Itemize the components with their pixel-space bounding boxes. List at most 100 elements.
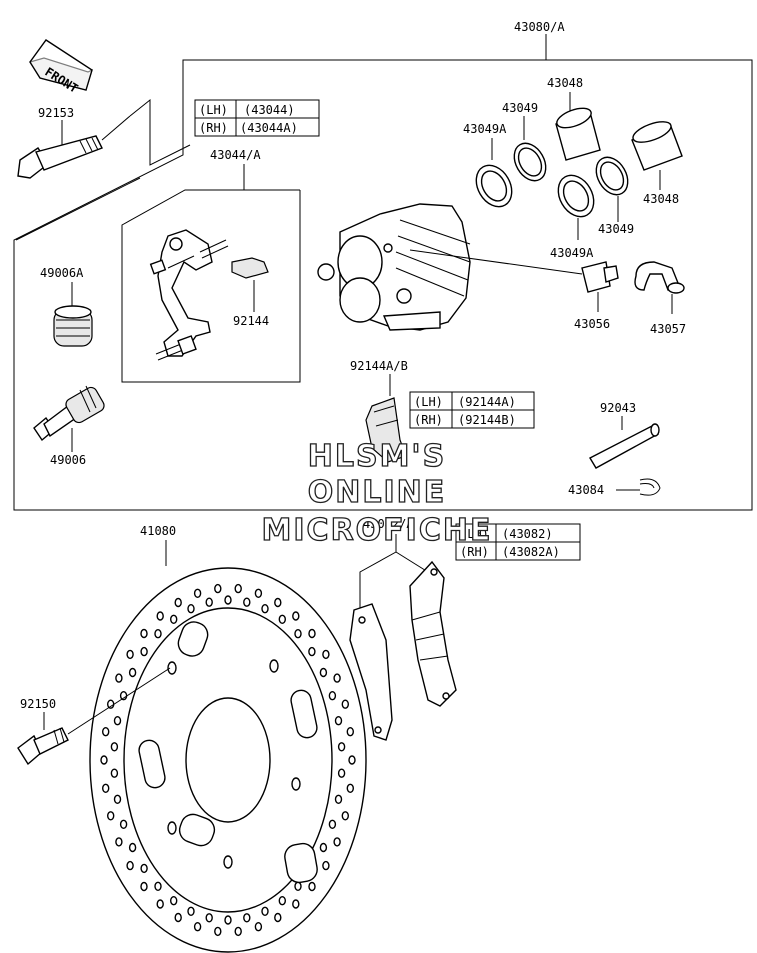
- disc-hole: [334, 794, 343, 804]
- disc-hole: [106, 811, 115, 821]
- disc-hole: [234, 926, 242, 937]
- disc-hole: [128, 842, 137, 853]
- table-92144: (LH) (92144A) (RH) (92144B): [409, 391, 535, 429]
- svg-text:(RH): (RH): [414, 413, 443, 427]
- disc-hole: [274, 912, 282, 923]
- disc-hole: [322, 649, 330, 660]
- watermark-line-2: ONLINE: [308, 475, 447, 510]
- disc-hole: [261, 906, 269, 916]
- caliper-body: [317, 203, 471, 331]
- disc-hole: [126, 860, 134, 871]
- disc-hole: [115, 673, 123, 683]
- part-label-43082A: 43082/A: [363, 517, 414, 531]
- part-label-41080: 41080: [140, 524, 176, 538]
- svg-text:(43044A): (43044A): [240, 121, 298, 135]
- disc-hole: [328, 819, 337, 829]
- svg-text:(LH): (LH): [460, 527, 489, 541]
- disc-hole: [224, 915, 232, 925]
- disc-hole: [106, 699, 115, 709]
- disc-hole: [101, 727, 110, 737]
- piston-43048-right: [631, 121, 683, 171]
- disc-hole: [140, 628, 148, 639]
- disc-hole: [319, 842, 328, 853]
- svg-text:(LH): (LH): [414, 395, 443, 409]
- disc-hole: [243, 913, 251, 923]
- disc-hole: [101, 783, 110, 793]
- disc-hole: [205, 913, 213, 923]
- part-label-92153: 92153: [38, 106, 74, 120]
- svg-text:(RH): (RH): [460, 545, 489, 559]
- part-label-43057: 43057: [650, 322, 686, 336]
- part-label-43049-top: 43049: [502, 101, 538, 115]
- disc-hole: [292, 899, 300, 909]
- seal-43049A-bottom: [557, 174, 595, 218]
- disc-hole: [187, 906, 195, 916]
- caliper-bracket-43044: [149, 229, 269, 361]
- part-label-92043: 92043: [600, 401, 636, 415]
- table-43044: (LH) (43044) (RH) (43044A): [194, 99, 320, 137]
- disc-hole: [333, 837, 341, 847]
- disc-hole: [333, 673, 341, 683]
- watermark: HLSM'S ONLINE MICROFICHE: [261, 438, 491, 548]
- disc-hole: [322, 860, 330, 871]
- disc-hole: [348, 755, 356, 765]
- svg-text:(RH): (RH): [199, 121, 228, 135]
- bracket-frame-43044: [121, 189, 301, 383]
- seal-43049A-top: [475, 164, 513, 208]
- svg-text:(43082A): (43082A): [502, 545, 560, 559]
- cap-43057: [634, 261, 685, 294]
- svg-text:(43044): (43044): [244, 103, 295, 117]
- disc-hole: [341, 811, 349, 821]
- part-label-43049A-top: 43049A: [463, 122, 507, 136]
- disc-hole: [140, 646, 148, 657]
- part-label-43048-top: 43048: [547, 76, 583, 90]
- part-label-43048-right: 43048: [643, 192, 679, 206]
- disc-hole: [254, 588, 263, 598]
- disc-hole: [294, 881, 302, 891]
- clip-43084: [639, 478, 661, 496]
- disc-hole: [156, 899, 164, 909]
- piston-43048-top: [555, 107, 601, 161]
- disc-hole: [261, 604, 269, 614]
- disc-hole: [193, 588, 202, 598]
- bolt-92150: [17, 727, 69, 766]
- disc-hole: [140, 863, 148, 874]
- disc-hole: [154, 629, 162, 639]
- disc-hole: [110, 742, 119, 752]
- svg-text:(92144A): (92144A): [458, 395, 516, 409]
- part-label-43080A: 43080/A: [514, 20, 565, 34]
- disc-hole: [205, 597, 213, 607]
- disc-hole: [294, 629, 302, 639]
- part-label-43084: 43084: [568, 483, 604, 497]
- disc-hole: [214, 926, 222, 937]
- disc-hole: [341, 699, 349, 709]
- disc-hole: [113, 716, 122, 726]
- seal-43049-top: [513, 142, 547, 182]
- disc-hole: [115, 837, 123, 847]
- brake-disc-41080: [89, 567, 367, 953]
- disc-hole: [174, 912, 182, 923]
- brake-pad-inner: [349, 603, 393, 741]
- part-label-92144: 92144: [233, 314, 269, 328]
- caliper-assembly-frame: [13, 34, 753, 511]
- part-label-49006A: 49006A: [40, 266, 84, 280]
- bleeder-43056: [581, 261, 619, 293]
- disc-hole: [337, 742, 346, 752]
- disc-hole: [214, 583, 222, 594]
- disc-hole: [140, 881, 148, 892]
- disc-hole: [319, 667, 328, 678]
- disc-hole: [274, 597, 282, 608]
- svg-text:(LH): (LH): [199, 103, 228, 117]
- bolt-92153: [17, 135, 103, 179]
- disc-hole: [169, 896, 178, 906]
- disc-hole: [154, 881, 162, 891]
- disc-hole: [328, 691, 337, 701]
- disc-hole: [187, 604, 195, 614]
- disc-hole: [346, 727, 354, 737]
- part-label-92150: 92150: [20, 697, 56, 711]
- disc-hole: [224, 595, 232, 605]
- watermark-line-1: HLSM'S: [308, 439, 446, 474]
- disc-hole: [292, 611, 300, 621]
- part-label-43044A: 43044/A: [210, 148, 261, 162]
